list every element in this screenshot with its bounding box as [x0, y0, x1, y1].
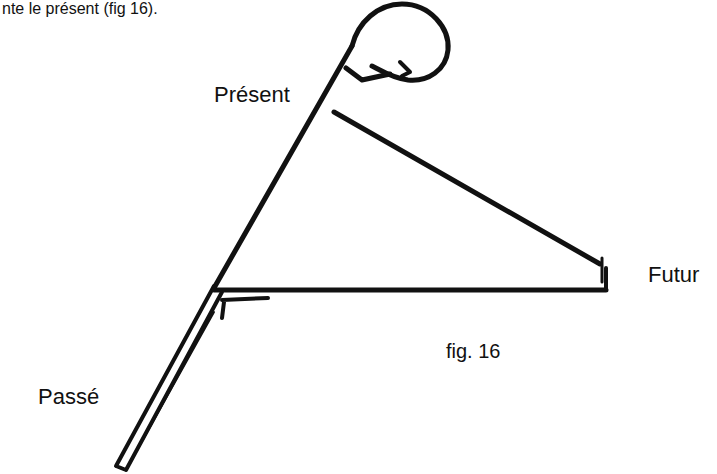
past-label: Passé: [38, 384, 99, 409]
past-future-line: [214, 288, 606, 293]
present-label: Présent: [214, 82, 290, 107]
present-future-line: [334, 112, 600, 264]
future-tick: [601, 258, 604, 282]
time-line: [214, 46, 352, 288]
loop-stroke: [352, 4, 448, 80]
future-mark: [604, 268, 608, 290]
past-mark: [222, 298, 268, 318]
past-stroke: [116, 286, 222, 470]
loop-angle: [346, 68, 390, 80]
future-label: Futur: [648, 262, 699, 287]
past-inner-stroke: [136, 312, 214, 452]
loop-tick: [400, 62, 410, 76]
running-text: nte le présent (fig 16).: [2, 0, 158, 18]
figure-number: fig. 16: [446, 340, 500, 363]
